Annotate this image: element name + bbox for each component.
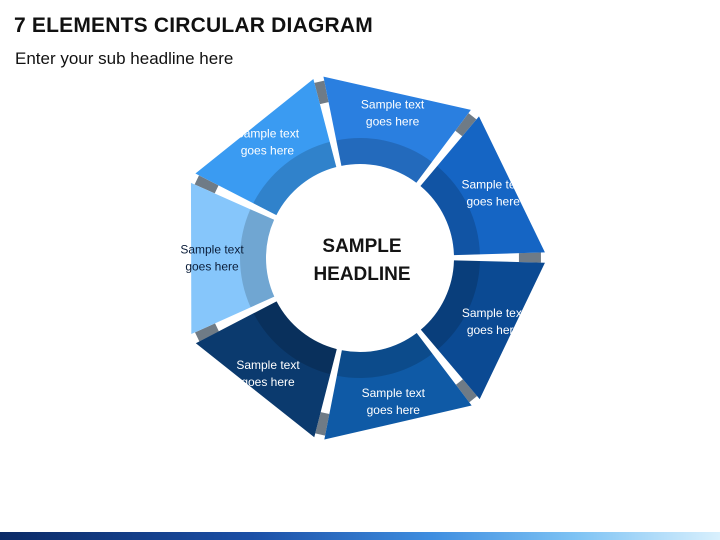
segment-connector-6: [194, 175, 219, 194]
segment-3-label-line1: Sample text: [462, 306, 526, 320]
segment-connector-7: [314, 80, 329, 105]
segment-2-inner-band: [420, 166, 480, 256]
segment-1-label-line2: goes here: [366, 115, 420, 129]
segment-7: [195, 78, 337, 216]
segment-4: [324, 332, 472, 440]
segment-7-label-line1: Sample text: [236, 127, 300, 141]
footer-accent-bar: [0, 532, 720, 540]
segment-6-inner-band: [240, 209, 275, 308]
segment-4-inner-band: [336, 332, 433, 378]
segment-7-label-line2: goes here: [241, 144, 295, 158]
segment-group: [190, 76, 545, 440]
segment-connector-4: [315, 412, 330, 436]
segment-3-inner-band: [420, 260, 480, 350]
segment-5-label-line1: Sample text: [236, 358, 300, 372]
segment-1: [323, 76, 471, 183]
segment-2-label-line1: Sample text: [462, 178, 526, 192]
segment-1-label-line1: Sample text: [361, 98, 425, 112]
segment-connector-5: [194, 323, 219, 342]
center-headline-line1: SAMPLE: [322, 236, 401, 257]
segment-7-inner-band: [253, 141, 337, 216]
segment-1-inner-band: [336, 138, 432, 183]
page-title: 7 ELEMENTS CIRCULAR DIAGRAM: [14, 14, 373, 37]
segment-2-label-line2: goes here: [467, 195, 521, 209]
segment-3: [420, 260, 545, 400]
connector-group: [194, 80, 541, 436]
segment-4-label-line1: Sample text: [362, 386, 426, 400]
segment-6: [190, 182, 275, 335]
segment-6-label-line2: goes here: [185, 259, 239, 273]
page-subtitle: Enter your sub headline here: [15, 49, 234, 68]
segment-connector-1: [455, 113, 477, 137]
segment-5-label-line2: goes here: [241, 375, 295, 389]
segment-2: [420, 116, 545, 256]
segment-3-label-line2: goes here: [467, 323, 521, 337]
segment-4-label-line2: goes here: [367, 403, 421, 417]
center-headline-line2: HEADLINE: [313, 264, 410, 285]
segment-5: [195, 301, 337, 438]
segment-connector-3: [455, 379, 478, 403]
segment-5-inner-band: [253, 301, 337, 375]
segment-6-label-line1: Sample text: [180, 242, 244, 256]
segment-connector-2: [518, 252, 541, 263]
